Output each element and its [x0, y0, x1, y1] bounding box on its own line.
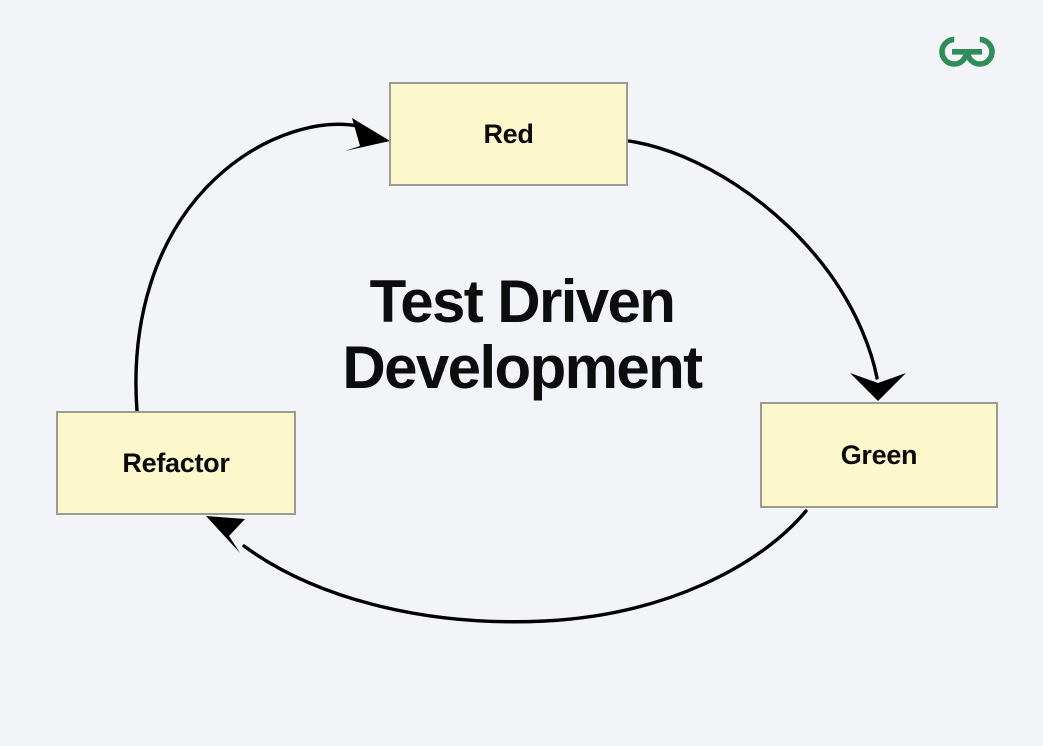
arrowhead-into-green: [850, 373, 906, 401]
geeksforgeeks-logo-icon: [939, 36, 995, 67]
node-green[interactable]: Green: [760, 402, 998, 508]
node-refactor[interactable]: Refactor: [56, 411, 296, 515]
node-green-label: Green: [840, 439, 918, 470]
diagram-title-line-1: Test Driven: [369, 268, 676, 335]
arrowhead-into-red: [345, 118, 390, 151]
diagram-title-line-2: Development: [342, 334, 703, 401]
arrow-green-to-refactor: [206, 509, 808, 624]
node-refactor-label: Refactor: [122, 447, 230, 478]
diagram-title: Test Driven Development: [272, 269, 772, 401]
node-red-label: Red: [483, 118, 534, 149]
node-red[interactable]: Red: [389, 82, 628, 186]
arrowhead-into-refactor: [206, 516, 245, 553]
